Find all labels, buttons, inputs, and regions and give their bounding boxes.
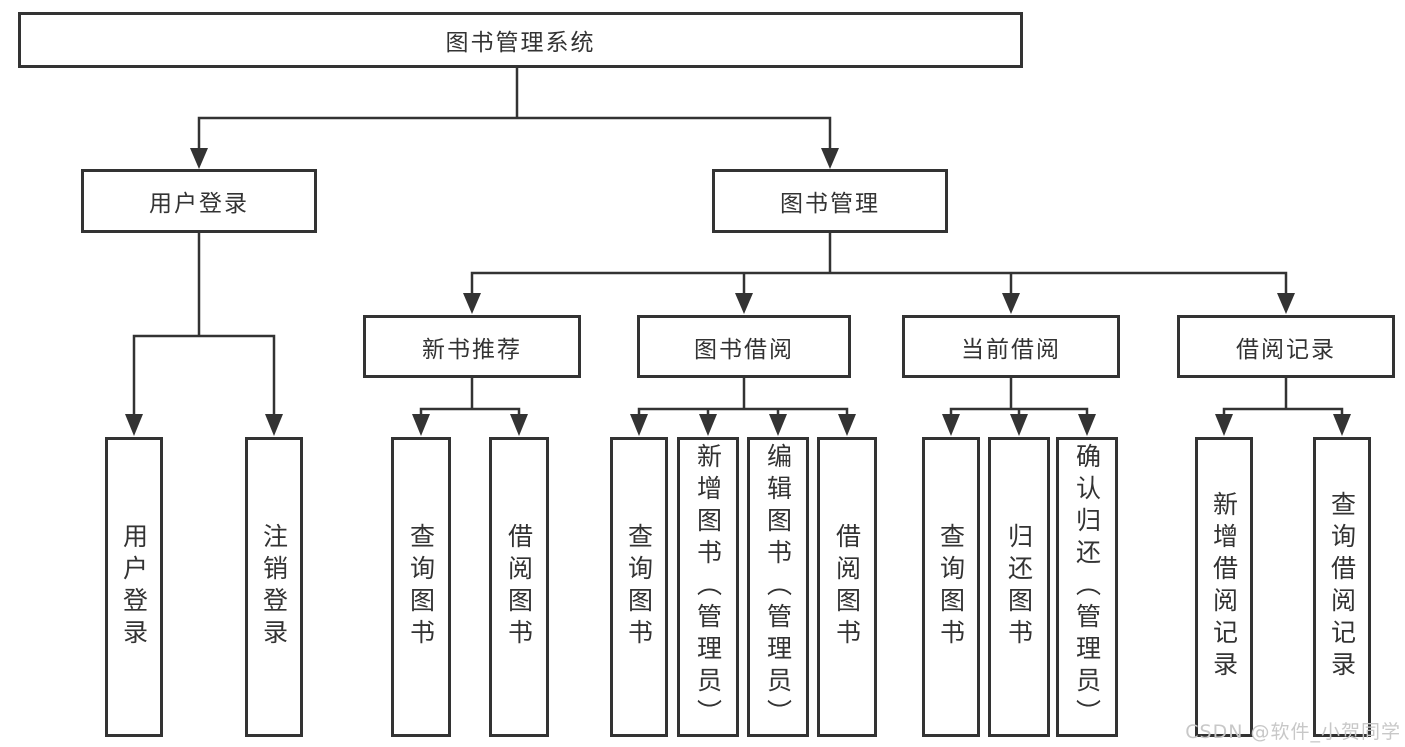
leaf-return-books: 归还图书 [988, 437, 1050, 737]
leaf-query-books-borrowing-label: 查询图书 [624, 523, 654, 651]
node-user-login-label: 用户登录 [149, 191, 249, 217]
leaf-user-login: 用户登录 [105, 437, 163, 737]
node-book-borrowing-label: 图书借阅 [694, 336, 794, 363]
leaf-add-books-admin: 新增图书（管理员） [677, 437, 739, 737]
leaf-add-borrow-record-label: 新增借阅记录 [1209, 491, 1239, 683]
node-root-label: 图书管理系统 [445, 30, 596, 56]
leaf-add-books-admin-label: 新增图书（管理员） [693, 443, 723, 731]
leaf-query-books-recommend: 查询图书 [391, 437, 451, 737]
node-book-borrowing: 图书借阅 [637, 315, 851, 378]
leaf-query-books-borrowing: 查询图书 [610, 437, 668, 737]
leaf-logout-label: 注销登录 [259, 523, 289, 651]
node-book-management: 图书管理 [712, 169, 948, 233]
leaf-borrow-books-recommend-label: 借阅图书 [504, 523, 534, 651]
leaf-confirm-return-admin-label: 确认归还（管理员） [1072, 443, 1102, 731]
leaf-borrow-books-label: 借阅图书 [832, 523, 862, 651]
leaf-return-books-label: 归还图书 [1004, 523, 1034, 651]
node-new-book-recommendation: 新书推荐 [363, 315, 581, 378]
leaf-confirm-return-admin: 确认归还（管理员） [1056, 437, 1118, 737]
node-root: 图书管理系统 [18, 12, 1023, 68]
leaf-borrow-books: 借阅图书 [817, 437, 877, 737]
leaf-query-borrow-record: 查询借阅记录 [1313, 437, 1371, 737]
node-current-borrowing-label: 当前借阅 [961, 336, 1061, 363]
node-user-login: 用户登录 [81, 169, 317, 233]
node-book-management-label: 图书管理 [780, 191, 880, 217]
leaf-borrow-books-recommend: 借阅图书 [489, 437, 549, 737]
node-borrowing-records-label: 借阅记录 [1236, 336, 1336, 363]
leaf-add-borrow-record: 新增借阅记录 [1195, 437, 1253, 737]
leaf-edit-books-admin: 编辑图书（管理员） [747, 437, 809, 737]
leaf-edit-books-admin-label: 编辑图书（管理员） [763, 443, 793, 731]
leaf-query-books-current-label: 查询图书 [936, 523, 966, 651]
leaf-query-books-current: 查询图书 [922, 437, 980, 737]
leaf-query-books-recommend-label: 查询图书 [406, 523, 436, 651]
node-current-borrowing: 当前借阅 [902, 315, 1120, 378]
node-borrowing-records: 借阅记录 [1177, 315, 1395, 378]
node-new-book-recommendation-label: 新书推荐 [422, 336, 522, 363]
leaf-user-login-label: 用户登录 [119, 523, 149, 651]
leaf-logout: 注销登录 [245, 437, 303, 737]
leaf-query-borrow-record-label: 查询借阅记录 [1327, 491, 1357, 683]
csdn-watermark: CSDN @软件_小贺同学 [1185, 721, 1401, 743]
